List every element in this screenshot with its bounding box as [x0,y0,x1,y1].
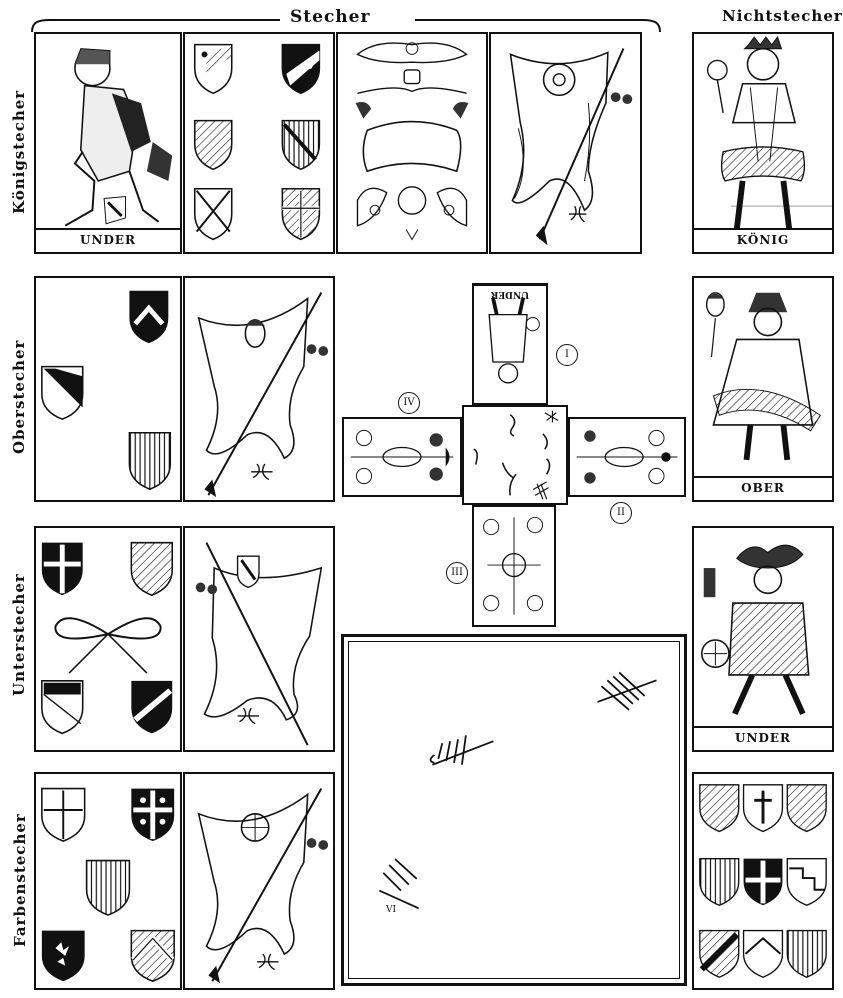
roman-numeral-ii: II [610,502,632,524]
card-under-small[interactable]: UNDER [472,283,548,405]
roman-numeral-iii: III [446,562,468,584]
shield-icon [129,433,170,489]
row-label-oberstecher: Oberstecher [10,344,28,454]
crown-icon [745,37,782,49]
card-under-koenigstecher[interactable]: UNDER [34,32,182,254]
shield-icon [131,681,172,734]
tally-marks [344,637,684,983]
row-label-unterstecher: Unterstecher [10,586,28,696]
shield-icon [42,543,83,596]
shield-icon [787,931,826,978]
card-floral-right[interactable] [568,417,686,497]
card-shields-five[interactable] [34,772,182,990]
card-flag-bell[interactable] [183,772,335,990]
shield-icon [87,861,130,915]
card-ober[interactable]: OBER [692,276,834,502]
card-label-ober: OBER [694,476,832,500]
roman-numeral-iv: IV [398,392,420,414]
score-board[interactable]: VI [341,634,687,986]
card-label-under-small: UNDER [474,285,546,300]
shield-icon [282,45,319,94]
tally-marks [464,407,566,503]
under-figure [36,34,180,252]
card-center-square[interactable] [462,405,568,505]
card-label-under-right: UNDER [694,726,832,750]
card-shields-nine[interactable] [692,772,834,990]
card-flag-shield[interactable] [183,526,335,752]
shield-icon [42,681,83,734]
shield-icon [744,785,783,832]
acorn-icon [707,293,724,357]
card-floral-bottom[interactable] [472,505,556,627]
card-koenig[interactable]: KÖNIG [692,32,834,254]
card-under-right[interactable]: UNDER [692,526,834,752]
score-mark-vi: VI [386,905,396,915]
shield-icon [787,859,826,906]
shield-icon [744,931,783,978]
shield-icon [195,121,232,170]
shield-icon [131,543,172,596]
card-ornament[interactable] [336,32,488,254]
shield-icon [282,189,319,240]
shield-icon [700,931,739,978]
shield-icon [195,45,232,94]
shield-icon [131,789,174,842]
shield-icon [42,789,85,842]
card-flag-acorn[interactable] [183,276,335,502]
shield-icon [42,931,85,982]
shield-icon [700,859,739,906]
shield-icon [282,121,319,170]
card-shields-three[interactable] [34,276,182,502]
card-floral-left[interactable] [342,417,462,497]
shield-icon [131,931,174,982]
row-label-farbenstecher: Farbenstecher [11,827,29,947]
shield-icon [787,785,826,832]
shield-icon [744,859,783,906]
card-flag-rose[interactable] [489,32,642,254]
card-shields-six[interactable] [183,32,335,254]
card-label-under: UNDER [36,228,180,252]
roman-numeral-i: I [556,344,578,366]
nichtstecher-heading: Nichtstecher [722,7,843,25]
card-shields-four-bow[interactable] [34,526,182,752]
row-label-koenigstecher: Königstecher [10,104,28,214]
shield-icon [700,785,739,832]
bell-icon [241,814,268,841]
bell-icon [702,640,729,667]
shield-icon [129,291,168,344]
card-label-koenig: KÖNIG [694,228,832,252]
shield-icon [195,189,232,240]
shield-icon [42,367,83,420]
rose-icon [708,60,727,112]
shield-icon [238,556,259,587]
bow-icon [55,618,160,673]
stecher-heading: Stecher [290,7,370,27]
